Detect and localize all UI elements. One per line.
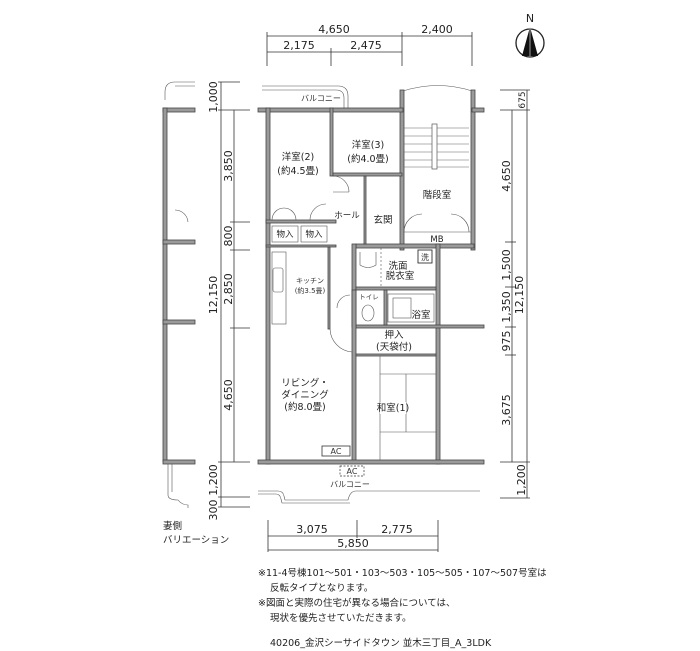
dim-right-3675: 3,675 [500,394,513,426]
room-closet-2: 物入 [305,229,323,240]
north-compass-icon [515,27,545,58]
dim-right-12150: 12,150 [513,276,526,315]
room-kitchen-name: キッチン [296,277,324,285]
dim-top-2175: 2,175 [283,39,315,52]
room-western3-name: 洋室(3) [352,139,384,151]
ac-outdoor-label: AC [347,467,358,476]
notes: ※11-4号棟101～501・103～503・105～505・107～507号室… [258,566,547,651]
ac-outdoor-box [339,465,365,477]
washer-box [417,249,433,264]
top-dimension-lines [266,32,473,66]
dim-left-300: 300 [207,500,220,521]
note-1: ※11-4号棟101～501・103～503・105～505・107～507号室… [258,568,547,579]
washer-label: 洗 [421,252,429,262]
room-toilet: トイレ [359,293,379,301]
room-kitchen-size: (約3.5畳) [295,286,326,295]
dim-top-2475: 2,475 [350,39,382,52]
dim-right-1500: 1,500 [500,249,513,281]
room-closet-1: 物入 [276,229,294,240]
dim-left-800: 800 [222,226,235,247]
note-2: ※図面と実際の住宅が異なる場合については、 [258,598,456,609]
dim-right-1350: 1,350 [500,291,513,323]
dim-top-2400: 2,400 [421,23,453,36]
ac-indoor-label: AC [331,447,342,456]
dim-left-1200: 1,200 [207,464,220,496]
left-dimension-lines [218,81,250,508]
right-dimension-lines [500,89,530,499]
room-living-size: (約8.0畳) [284,401,326,413]
dim-top-4650: 4,650 [318,23,350,36]
room-western3-size: (約4.0畳) [347,153,389,165]
meter-box-mb: MB [430,235,443,245]
room-balcony-top: バルコニー [301,94,341,103]
room-living-2: ダイニング [281,389,329,401]
room-stairwell: 階段室 [423,189,452,201]
room-oshiire-name: 押入 [384,329,404,341]
room-washroom-2: 脱衣室 [386,270,415,282]
unit-walls [257,107,485,465]
note-2-cont: 現状を優先させていただきます。 [270,613,412,624]
room-balcony-bottom: バルコニー [330,480,370,489]
side-variation-profile [162,81,196,508]
room-japanese: 和室(1) [377,402,409,414]
dim-left-2850: 2,850 [222,273,235,305]
dim-right-975: 975 [500,331,513,352]
room-hall: ホール [334,211,360,221]
compass-label: N [526,12,534,25]
dim-right-675: 675 [518,91,528,108]
ac-indoor-box [321,445,351,457]
dim-bottom-2775: 2,775 [381,523,413,536]
dim-left-1000: 1,000 [207,81,220,113]
room-bath: 浴室 [411,309,430,321]
room-western2-name: 洋室(2) [282,151,314,163]
room-oshiire-size: (天袋付) [376,341,412,353]
note-1-cont: 反転タイプとなります。 [270,583,374,594]
side-variation-subtitle: バリエーション [163,535,229,546]
dim-right-4650: 4,650 [500,160,513,192]
room-entrance: 玄関 [373,214,392,226]
top-balcony-rail [262,85,349,110]
plan-caption: 40206_金沢シーサイドタウン 並木三丁目_A_3LDK [270,638,492,649]
dim-bottom-3075: 3,075 [296,523,328,536]
dim-right-1200: 1,200 [515,464,528,496]
dim-bottom-5850: 5,850 [337,537,369,550]
room-western2-size: (約4.5畳) [277,165,319,177]
stairwell [399,85,476,251]
dim-left-4650: 4,650 [222,379,235,411]
room-washroom-1: 洗面 [388,260,407,272]
doors-and-fixtures [271,175,470,460]
room-living-1: リビング・ [281,377,329,389]
side-variation-title: 妻側 [163,520,182,532]
dim-left-12150: 12,150 [207,276,220,315]
bottom-dimension-lines [267,520,439,552]
bottom-balcony-rail [258,490,480,504]
dim-left-3850: 3,850 [222,150,235,182]
